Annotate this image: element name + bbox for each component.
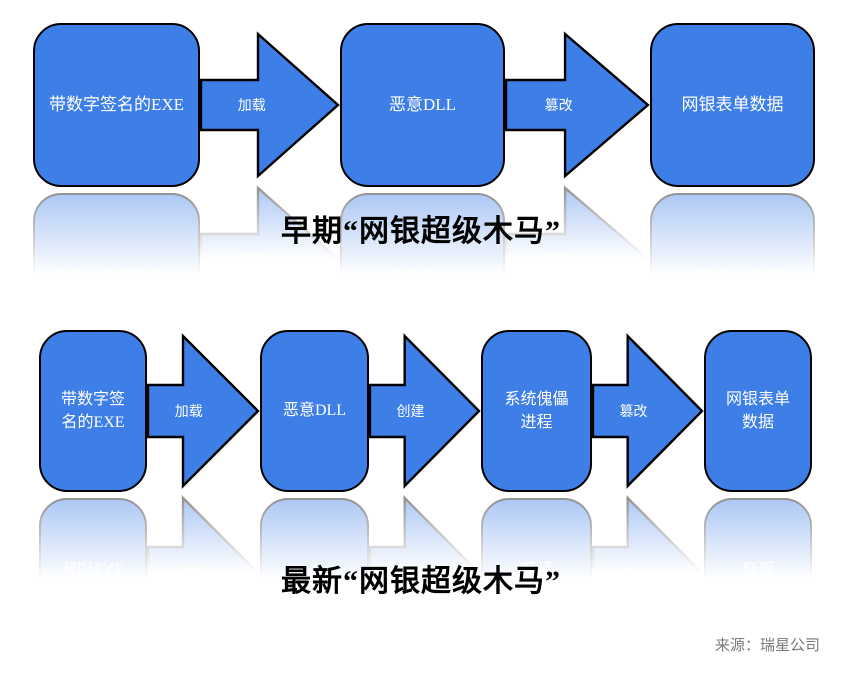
arrow-load: 加载 [147,333,260,489]
node-bank-form-data: 网银表单 数据 [704,330,812,492]
source-credit: 来源：瑞星公司 [714,638,820,654]
block-arrow-right-icon [592,333,704,489]
arrow-create: 创建 [369,333,481,489]
node-signed-exe: 带数字签名的EXE [33,23,200,187]
arrow-tamper: 篡改 [592,333,704,489]
node-label: 系统傀儡 进程 [504,390,569,431]
early-caption: 早期“网银超级木马” [281,215,561,248]
early-flow-row: 带数字签名的EXE 加载 恶意DLL 篡改 网银表单数据 [33,23,815,187]
node-puppet-process: 系统傀儡 进程 [481,330,592,492]
node-label: 恶意DLL [388,94,457,114]
block-arrow-right-icon [369,333,481,489]
node-label: 恶意DLL [282,402,347,420]
arrow-label: 篡改 [544,99,573,114]
node-label: 网银表单数据 [681,94,784,114]
node-label: 带数字签名的EXE [48,94,185,114]
block-arrow-right-icon [200,31,340,179]
block-arrow-right-icon [147,333,260,489]
node-label: 带数字签 名的EXE [60,390,125,431]
node-label: 网银表单 数据 [725,390,790,431]
arrow-label: 创建 [396,405,425,420]
node-malicious-dll: 恶意DLL [340,23,505,187]
node-bank-form-data: 网银表单数据 [650,23,815,187]
latest-caption: 最新“网银超级木马” [281,565,561,598]
arrow-load: 加载 [200,31,340,179]
arrow-label: 加载 [237,99,266,114]
latest-flow-row: 带数字签 名的EXE 加载 恶意DLL 创建 系统傀儡 进程 篡改 网 [39,330,812,492]
node-malicious-dll: 恶意DLL [260,330,369,492]
arrow-label: 篡改 [619,405,648,420]
arrow-label: 加载 [174,405,203,420]
block-arrow-right-icon [505,31,650,179]
arrow-tamper: 篡改 [505,31,650,179]
node-signed-exe: 带数字签 名的EXE [39,330,147,492]
